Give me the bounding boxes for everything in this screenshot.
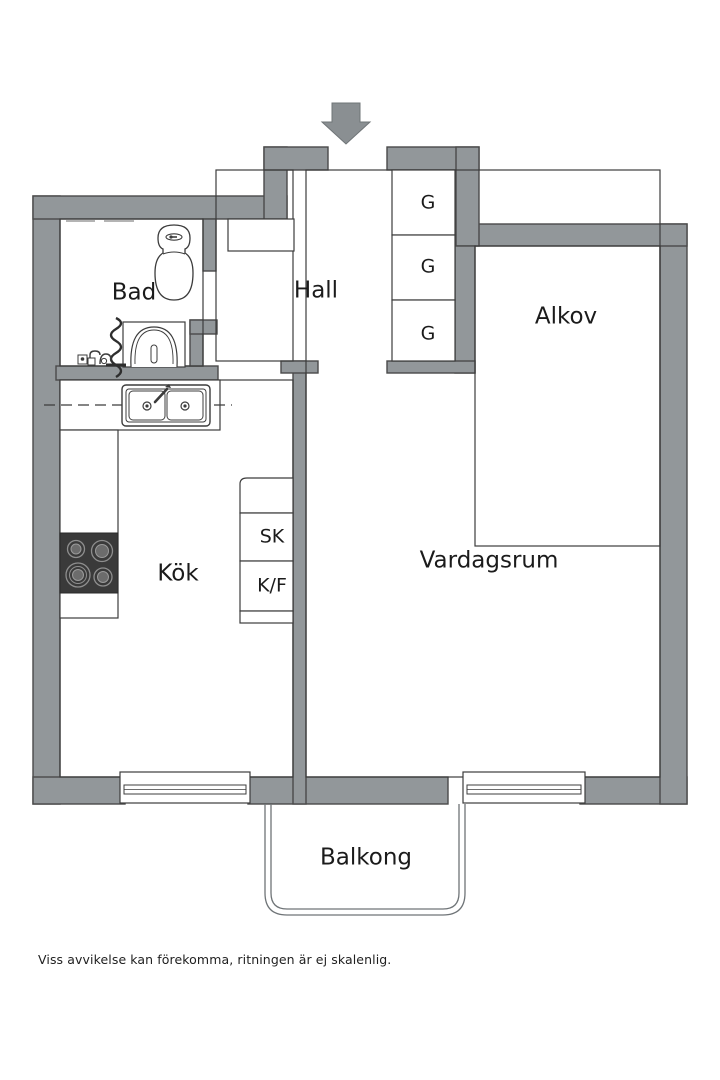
wall-bottom-middle	[247, 776, 449, 805]
window-right	[462, 771, 586, 804]
room-label-hall: Hall	[294, 278, 338, 304]
wall-right-exterior	[659, 223, 688, 805]
kitchen-lower-unit[interactable]	[239, 610, 294, 624]
wall-left-exterior	[32, 195, 61, 805]
wall-bottom-left	[32, 776, 126, 805]
stove-hob-icon	[59, 532, 119, 594]
bathroom-fittings-icon	[77, 350, 112, 366]
wall-garderob-bottom	[386, 360, 476, 374]
cabinet-label-garderob-1: G	[421, 192, 436, 214]
wall-alkov-top	[454, 223, 688, 247]
kitchen-tall-units	[239, 477, 294, 624]
cabinet-label-kylfrys: K/F	[257, 575, 287, 597]
skafferi-unit[interactable]	[239, 512, 294, 562]
wall-structure	[32, 146, 688, 805]
wall-kok-vardagsrum-head	[280, 360, 319, 374]
window-left	[119, 771, 251, 804]
room-label-alkov: Alkov	[535, 304, 597, 330]
garderob-box-3[interactable]	[391, 299, 456, 362]
outline-alkov	[474, 245, 661, 547]
room-label-vardagsrum: Vardagsrum	[420, 548, 559, 574]
outline-hall	[215, 169, 294, 362]
cabinet-label-skafferi: SK	[260, 526, 285, 548]
wall-garderob-right	[454, 245, 476, 374]
cabinet-label-garderob-2: G	[421, 256, 436, 278]
room-label-bad: Bad	[112, 280, 156, 306]
balcony-outline	[264, 804, 466, 916]
scale-disclaimer: Viss avvikelse kan förekomma, ritningen …	[38, 952, 392, 967]
wall-bad-hall-stub-upper	[202, 218, 217, 272]
cabinet-label-garderob-3: G	[421, 323, 436, 345]
wall-hall-top-left	[263, 146, 329, 171]
kylfrys-unit[interactable]	[239, 560, 294, 612]
garderob-box-2[interactable]	[391, 234, 456, 301]
wash-basin-icon	[122, 321, 186, 368]
shower-hose-icon	[106, 316, 126, 379]
wall-top-bad	[32, 195, 288, 220]
double-sink-icon	[121, 384, 211, 427]
wall-hall-right-jamb	[455, 146, 480, 247]
room-label-kok: Kök	[157, 561, 199, 587]
kitchen-upper-unit[interactable]	[239, 477, 294, 514]
wall-bad-kok-divider	[55, 365, 219, 381]
garderob-box-1[interactable]	[391, 169, 456, 236]
wall-kok-vardagsrum	[292, 360, 307, 805]
wc-toilet-icon	[154, 224, 194, 301]
hall-closet	[227, 218, 295, 252]
room-label-balkong: Balkong	[320, 845, 412, 871]
entrance-arrow-icon	[320, 102, 372, 145]
garderob-group	[391, 169, 456, 362]
